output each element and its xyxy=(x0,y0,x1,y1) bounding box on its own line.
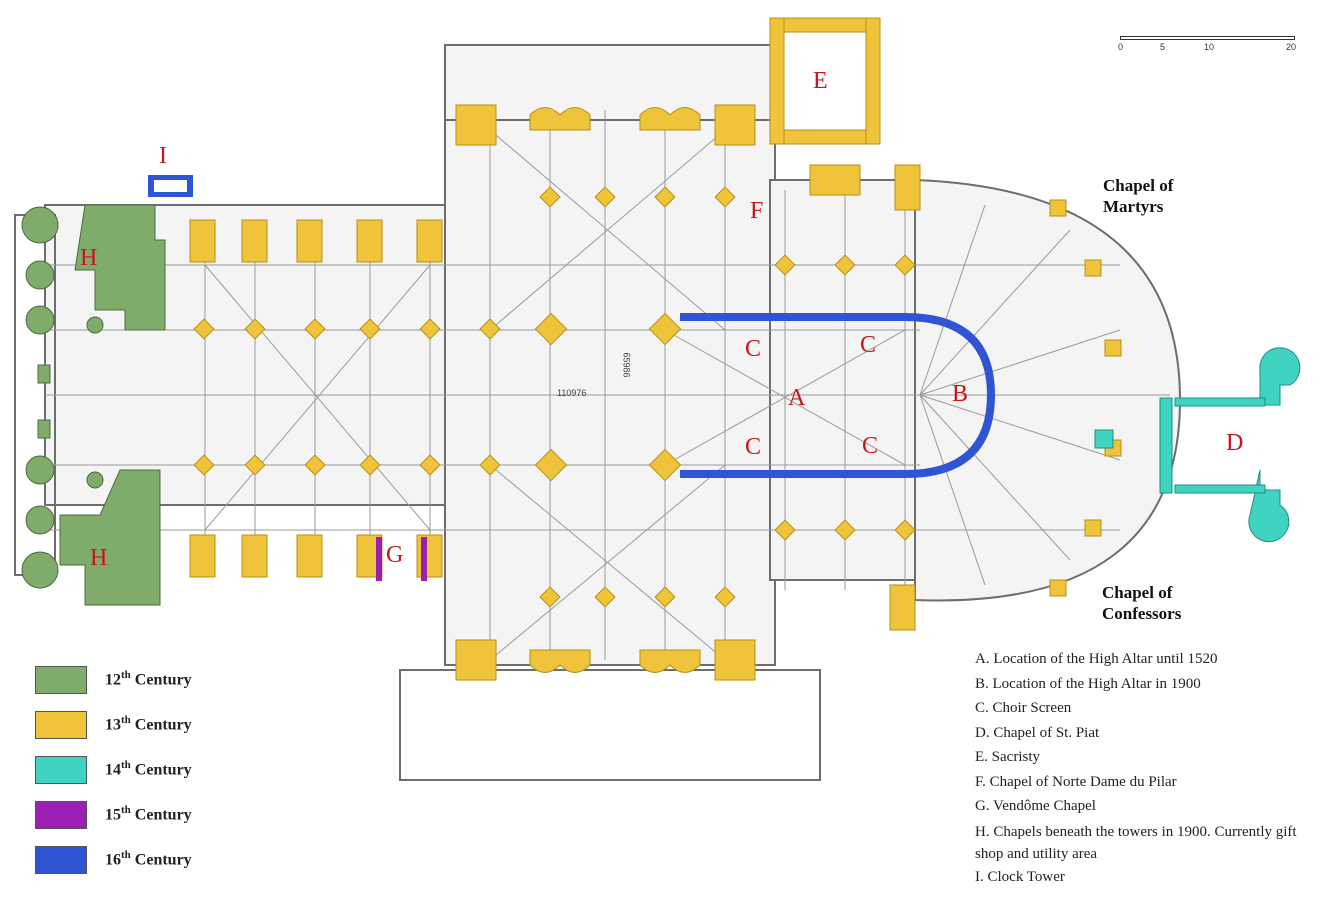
key-item-I: I. Clock Tower xyxy=(975,868,1065,885)
century-16-elements xyxy=(148,175,995,478)
piers xyxy=(193,186,1122,608)
label-H-south: H xyxy=(90,545,108,571)
chapel-of-martyrs-label: Chapel of Martyrs xyxy=(1103,176,1174,216)
plan-key: A. Location of the High Altar until 1520… xyxy=(975,647,1320,889)
label-C-ne: C xyxy=(860,332,877,358)
legend-label-15: 15th Century xyxy=(105,804,192,824)
legend-swatch-15 xyxy=(35,800,87,829)
key-item-B: B. Location of the High Altar in 1900 xyxy=(975,675,1201,692)
scale-bar-line xyxy=(1120,36,1295,40)
key-item-C: C. Choir Screen xyxy=(975,700,1072,716)
vault-lines xyxy=(45,110,1170,661)
label-B: B xyxy=(952,381,969,407)
legend-row-14: 14th Century xyxy=(35,747,192,792)
label-F: F xyxy=(750,198,764,224)
scale-tick-0: 0 xyxy=(1118,42,1124,52)
scale-tick-10: 10 xyxy=(1204,42,1215,52)
st-piat-south-tower xyxy=(1248,469,1290,543)
scale-tick-5: 5 xyxy=(1160,42,1166,52)
legend-row-12: 12th Century xyxy=(35,657,192,702)
century-12-elements xyxy=(21,204,166,606)
label-D: D xyxy=(1226,430,1244,456)
label-I: I xyxy=(159,143,167,169)
legend-row-13: 13th Century xyxy=(35,702,192,747)
legend-label-12: 12th Century xyxy=(105,669,192,689)
key-item-F: F. Chapel of Norte Dame du Pilar xyxy=(975,773,1177,790)
key-item-H: H. Chapels beneath the towers in 1900. C… xyxy=(975,823,1297,862)
key-item-D: D. Chapel of St. Piat xyxy=(975,724,1100,741)
label-G: G xyxy=(386,542,404,568)
century-14-elements xyxy=(1094,347,1301,543)
label-C-nw: C xyxy=(745,336,762,362)
transept-outline xyxy=(444,44,776,666)
label-C-se: C xyxy=(862,433,879,459)
north-tower xyxy=(74,204,166,331)
legend-swatch-14 xyxy=(35,755,87,784)
century-15-elements xyxy=(376,537,427,581)
key-item-A: A. Location of the High Altar until 1520 xyxy=(975,651,1218,667)
legend-swatch-16 xyxy=(35,845,87,874)
south-tower xyxy=(59,469,161,606)
vendome-chapel-west-wall xyxy=(376,537,382,581)
clock-tower xyxy=(148,175,193,197)
legend-label-14: 14th Century xyxy=(105,759,192,779)
label-C-sw: C xyxy=(745,434,762,460)
legend-label-16: 16th Century xyxy=(105,849,192,869)
south-porch-outline xyxy=(399,669,821,781)
label-H-north: H xyxy=(80,245,98,271)
legend-swatch-12 xyxy=(35,665,87,694)
vendome-chapel-east-wall xyxy=(421,537,427,581)
century-legend: 12th Century 13th Century 14th Century 1… xyxy=(35,657,192,882)
key-item-G: G. Vendôme Chapel xyxy=(975,798,1096,814)
dimension-width: 65986 xyxy=(621,352,632,378)
label-E: E xyxy=(813,68,828,94)
scale-tick-20: 20 xyxy=(1286,42,1297,52)
century-13-elements xyxy=(189,17,921,681)
chapel-of-confessors-label: Chapel of Confessors xyxy=(1102,583,1182,623)
legend-row-15: 15th Century xyxy=(35,792,192,837)
label-A: A xyxy=(788,385,806,411)
legend-label-13: 13th Century xyxy=(105,714,192,734)
dimension-length: 110976 xyxy=(557,388,587,398)
legend-swatch-13 xyxy=(35,710,87,739)
key-item-E: E. Sacristy xyxy=(975,749,1040,765)
legend-row-16: 16th Century xyxy=(35,837,192,882)
scale-bar: 0 5 10 20 xyxy=(1118,34,1297,54)
st-piat-north-tower xyxy=(1259,347,1301,406)
